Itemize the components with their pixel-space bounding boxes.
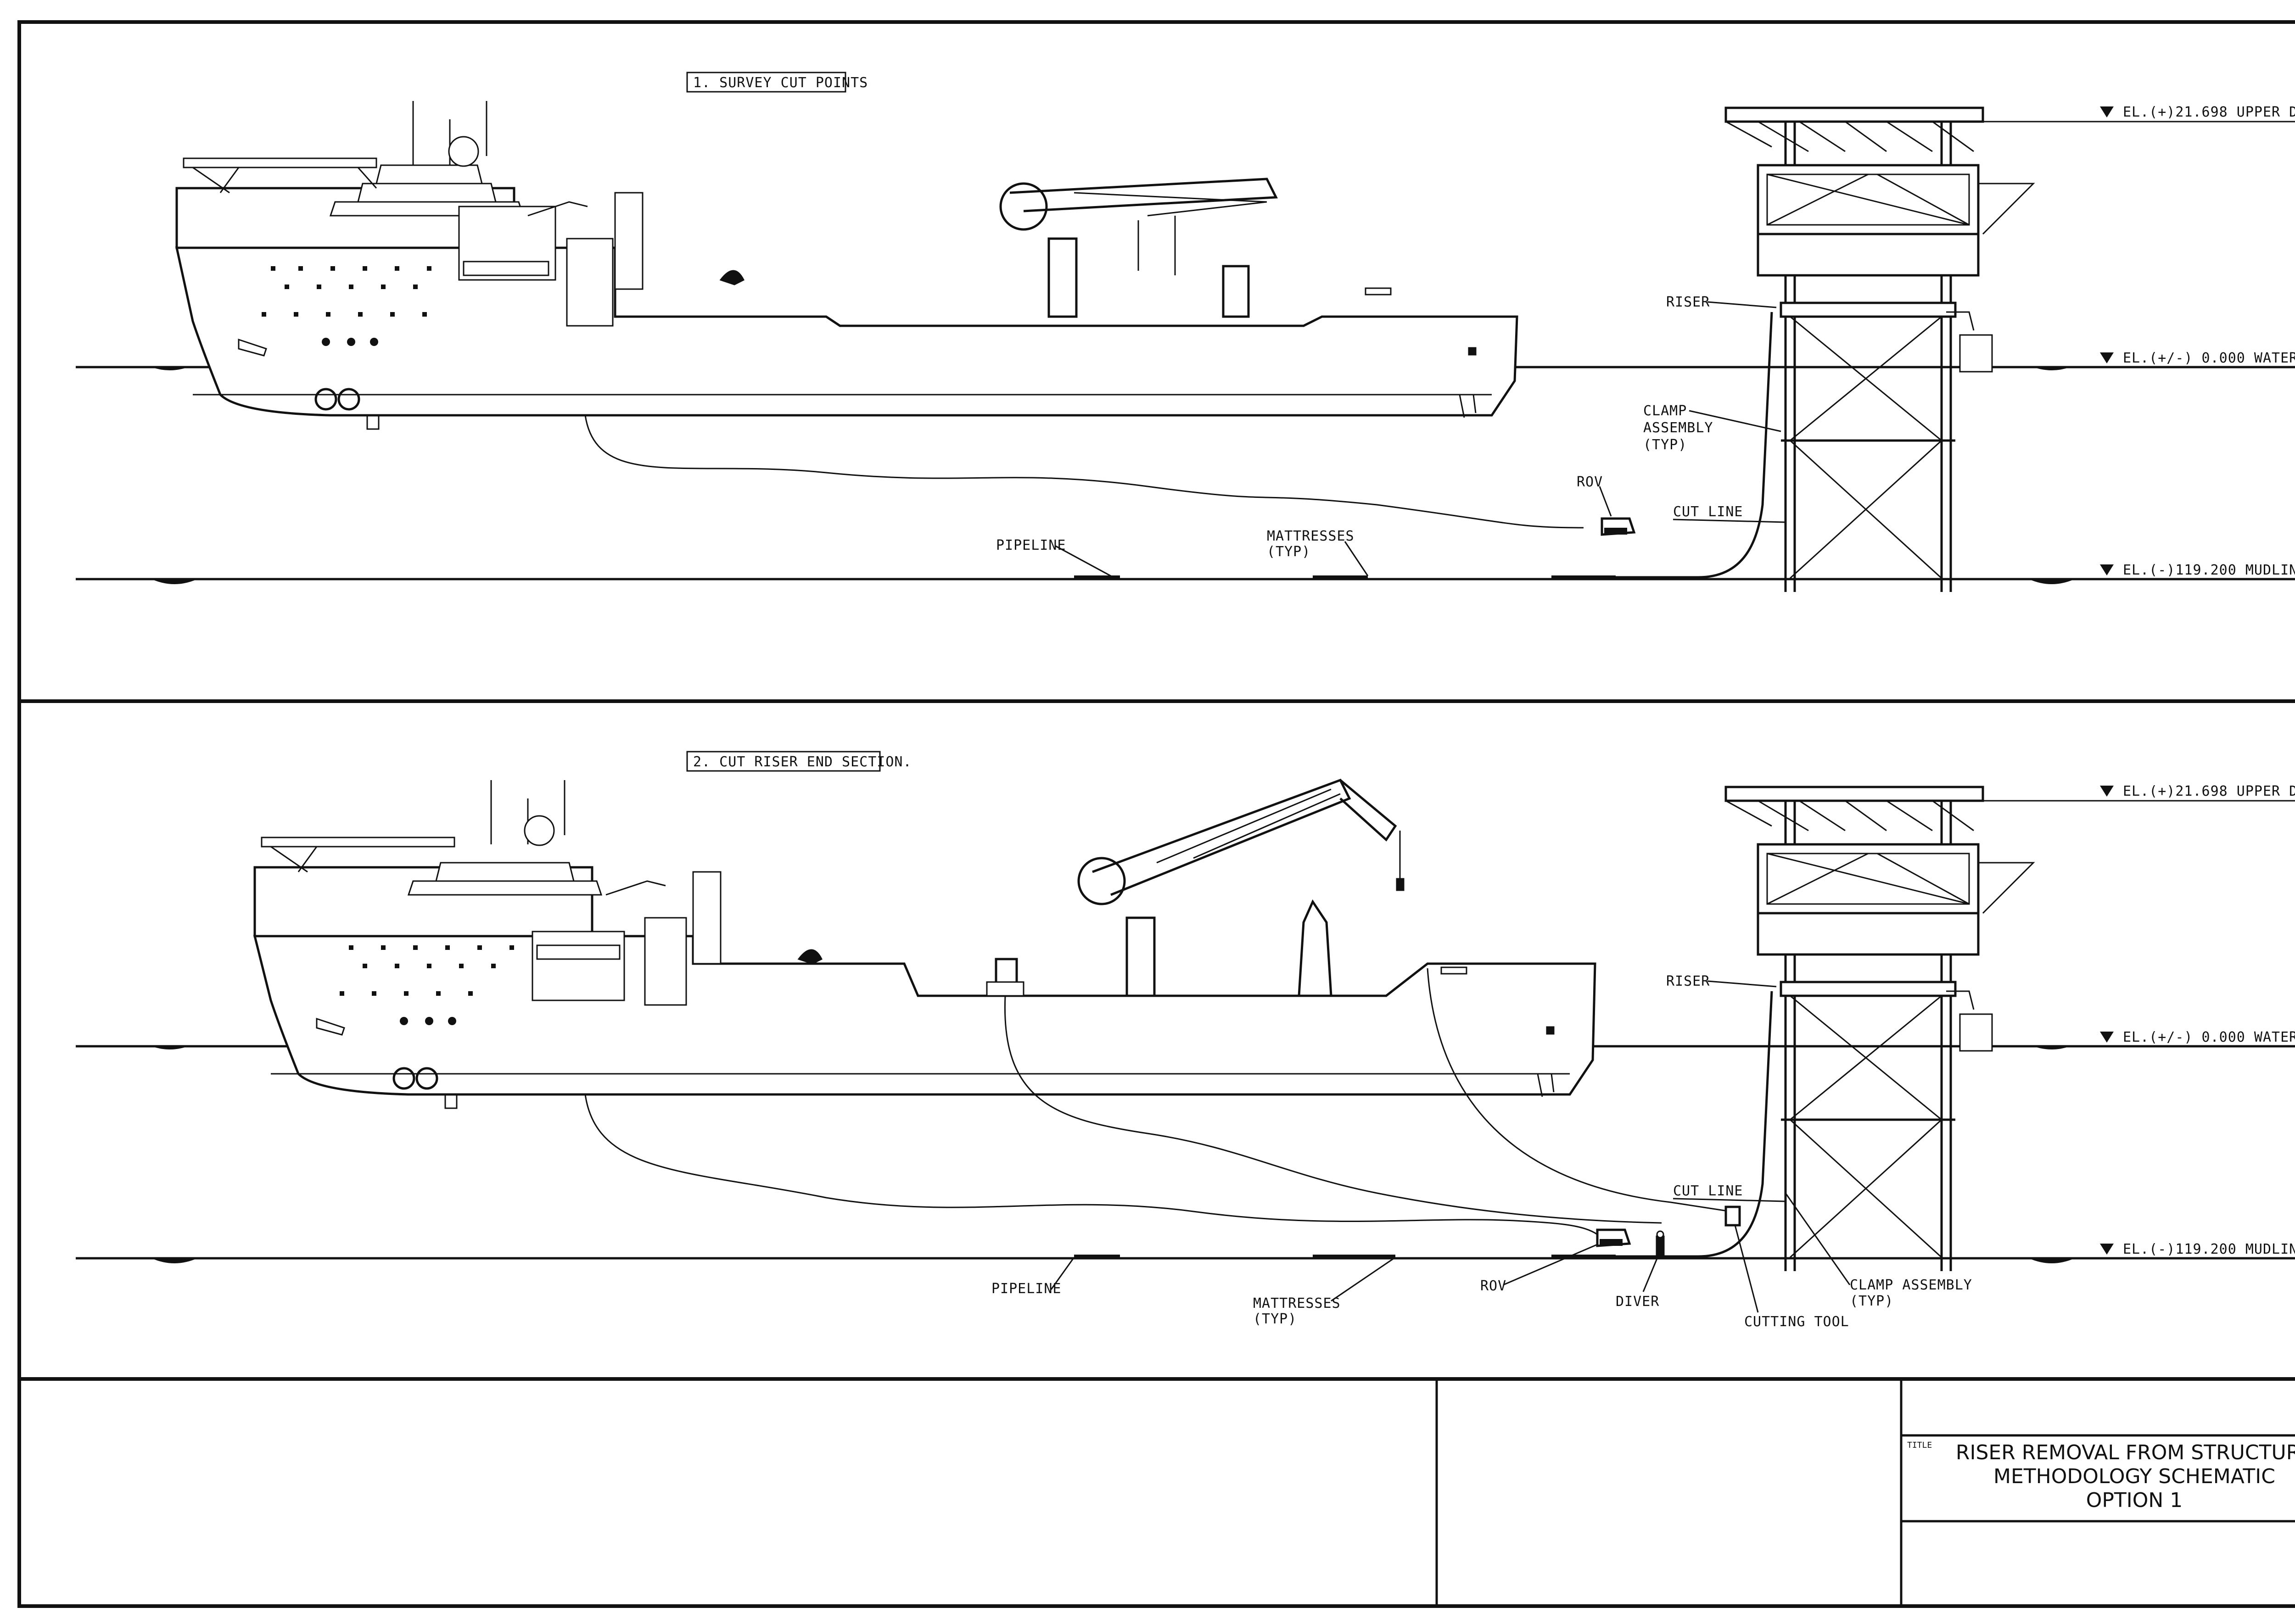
mattresses-label-1a: MATTRESSES <box>1267 528 1355 544</box>
elevation-mudline-1: EL.(-)119.200 MUDLINE <box>2123 562 2295 578</box>
cutting-tool-2 <box>1724 1205 1741 1227</box>
platform-2 <box>1724 786 2035 1271</box>
mattresses-label-2a: MATTRESSES <box>1253 1295 1341 1311</box>
callouts-2: RISER CUT LINE PIPELINE MATTRESSES (TYP)… <box>991 973 1972 1330</box>
rov-2 <box>1596 1228 1631 1247</box>
vessel-crane-2 <box>1077 778 1405 997</box>
clamp-label-1b: ASSEMBLY <box>1643 420 1713 436</box>
drawing-frame <box>17 20 2295 1608</box>
elevation-waterline-2: EL.(+/-) 0.000 WATERLINE <box>2123 1029 2295 1045</box>
rov-umbilical-2 <box>584 1094 1598 1235</box>
step-label-1-text: 1. SURVEY CUT POINTS <box>693 75 868 91</box>
clamp-label-2a: CLAMP ASSEMBLY <box>1850 1277 1972 1293</box>
elevation-mudline-2: EL.(-)119.200 MUDLINE <box>2123 1241 2295 1257</box>
cutting-tool-line-2 <box>1427 968 1731 1212</box>
step-label-2-text: 2. CUT RISER END SECTION. <box>693 754 912 770</box>
pipeline-2 <box>1616 991 1773 1258</box>
vessel-crane-1 <box>999 178 1278 318</box>
rov-label-2: ROV <box>1480 1278 1506 1294</box>
elevation-upper-deck-2: EL.(+)21.698 UPPER DECK <box>2123 783 2295 799</box>
cut-line-label-2: CUT LINE <box>1673 1183 1743 1199</box>
elevation-upper-deck-1: EL.(+)21.698 UPPER DECK <box>2123 104 2295 120</box>
cutting-tool-label-2: CUTTING TOOL <box>1744 1314 1849 1330</box>
riser-label-1: RISER <box>1666 294 1710 310</box>
pipeline-1 <box>1616 312 1773 579</box>
elevation-markers-2: EL.(+)21.698 UPPER DECK EL.(+/-) 0.000 W… <box>1983 783 2295 1257</box>
panel-2: 2. CUT RISER END SECTION. <box>76 751 2295 1330</box>
step-label-1: 1. SURVEY CUT POINTS <box>686 72 868 93</box>
diver-2 <box>1656 1230 1665 1256</box>
title-block: TITLE RISER REMOVAL FROM STRUCTURE METHO… <box>1907 1440 2295 1512</box>
clamp-label-2b: (TYP) <box>1850 1293 1893 1309</box>
clamp-label-1a: CLAMP <box>1643 403 1687 419</box>
panel-1: 1. SURVEY CUT POINTS <box>76 72 2295 592</box>
riser-label-2: RISER <box>1666 973 1710 989</box>
title-line-3: OPTION 1 <box>2086 1489 2183 1512</box>
clamp-label-1c: (TYP) <box>1643 437 1687 453</box>
title-line-1: RISER REMOVAL FROM STRUCTURE <box>1956 1441 2295 1464</box>
pipeline-label-2: PIPELINE <box>991 1281 1062 1297</box>
title-line-2: METHODOLOGY SCHEMATIC <box>1993 1465 2275 1488</box>
step-label-2: 2. CUT RISER END SECTION. <box>686 751 912 772</box>
diver-umbilical-2 <box>1004 995 1662 1224</box>
rov-umbilical-1 <box>584 415 1584 529</box>
diver-label-2: DIVER <box>1616 1294 1659 1310</box>
rov-label-1: ROV <box>1577 474 1603 490</box>
vessel-2 <box>253 778 1596 1109</box>
elevation-markers-1: EL.(+)21.698 UPPER DECK EL.(+/-) 0.000 W… <box>1983 104 2295 578</box>
mattresses-label-2b: (TYP) <box>1253 1311 1297 1327</box>
cut-line-label-1: CUT LINE <box>1673 504 1743 520</box>
mattresses-label-1b: (TYP) <box>1267 544 1310 560</box>
title-tag: TITLE <box>1907 1440 1932 1450</box>
vessel-1 <box>175 101 1518 430</box>
rov-1 <box>1601 517 1636 536</box>
callouts-1: RISER CLAMP ASSEMBLY (TYP) ROV CUT LINE … <box>996 294 1786 577</box>
pipeline-label-1: PIPELINE <box>996 537 1066 553</box>
elevation-waterline-1: EL.(+/-) 0.000 WATERLINE <box>2123 350 2295 366</box>
platform-1 <box>1724 106 2035 592</box>
